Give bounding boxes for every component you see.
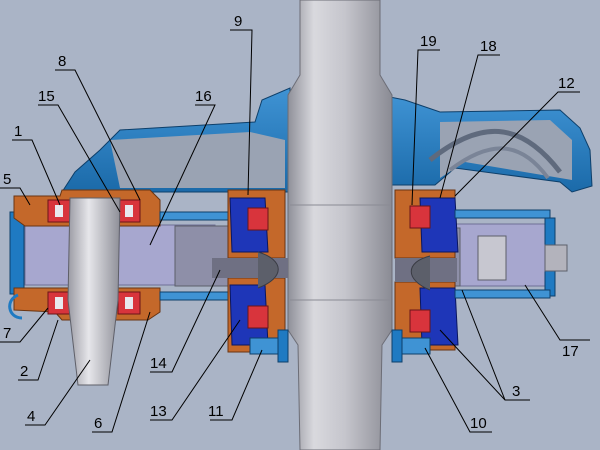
fitting-left [249,337,281,355]
leader-10 [424,347,492,433]
leader-9 [230,29,253,196]
fitting-right [399,337,431,355]
label-12: 12 [558,75,575,92]
label-15: 15 [38,88,55,105]
label-6: 6 [94,415,102,432]
leader-11 [210,349,263,421]
label-2: 2 [20,363,28,380]
leader-5 [0,187,31,206]
right-hub-elbow [410,255,431,291]
leader-1 [12,139,61,206]
rod-lower [159,291,231,301]
label-13: 13 [150,403,167,420]
rod-upper [159,211,231,221]
leader-12 [454,91,580,197]
central-shaft [287,0,393,450]
part-labels: 1 2 3 4 5 6 7 8 9 10 11 12 13 14 15 16 1… [3,13,579,432]
right-hub-bearing-bot [409,309,431,333]
label-17: 17 [562,343,579,360]
right-bolt [544,244,568,272]
right-hub-bearing-top [409,205,431,229]
leader-14 [150,269,221,373]
leader-8 [55,69,141,201]
label-18: 18 [480,38,497,55]
housing-inner-gray [110,132,285,188]
leader-lines [0,29,590,433]
leader-4 [25,359,91,426]
roller-1 [55,205,63,217]
leader-13 [150,319,241,421]
hose-left [8,293,23,320]
label-7: 7 [3,325,11,342]
leader-19 [411,49,440,206]
right-gear-detail [477,235,507,281]
leader-2 [18,319,59,381]
spoke-curve-2 [448,146,550,180]
tapered-pin [67,197,121,386]
fitting-right-stem [391,329,403,363]
left-hub-bearing-bot [247,305,269,329]
right-connecting-rod-top [454,209,551,219]
label-11: 11 [208,403,224,420]
leader-17 [524,284,590,341]
label-3: 3 [512,383,520,400]
leader-7 [0,307,49,343]
label-4: 4 [27,408,35,425]
leader-18 [439,54,500,199]
label-5: 5 [3,171,11,188]
left-hub-elbow [257,251,279,289]
label-9: 9 [234,13,242,30]
right-connecting-rod-bottom [454,289,551,299]
label-8: 8 [58,53,66,70]
fitting-left-stem [277,329,289,363]
leader-3b [461,289,506,401]
leader-15 [38,104,121,213]
roller-4 [125,297,133,309]
left-hub-bearing-top [247,207,269,231]
label-1: 1 [14,123,22,140]
label-19: 19 [420,33,437,50]
roller-3 [55,297,63,309]
label-16: 16 [195,88,212,105]
label-10: 10 [470,415,487,432]
spoke-curve [428,129,562,174]
roller-2 [125,205,133,217]
leader-16 [149,104,216,246]
label-14: 14 [150,355,167,372]
leader-6 [92,311,151,433]
